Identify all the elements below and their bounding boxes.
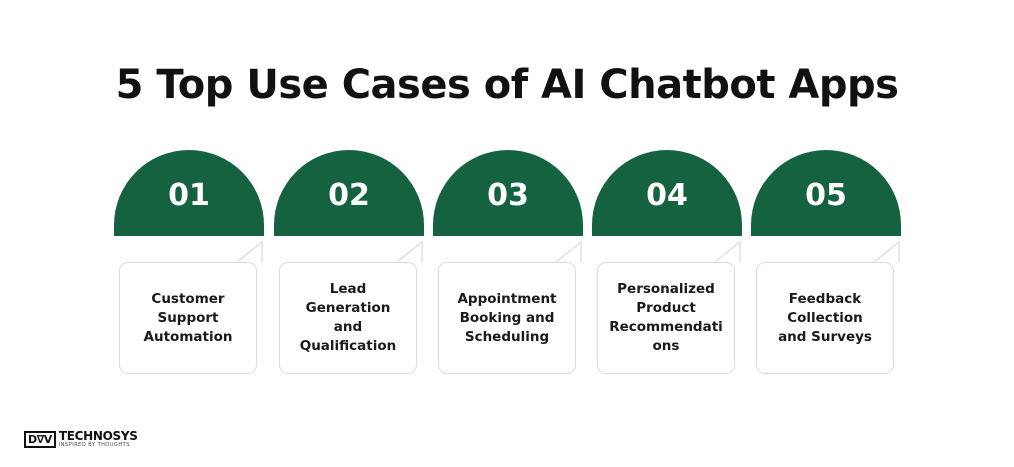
- page-title: 5 Top Use Cases of AI Chatbot Apps: [115, 62, 899, 108]
- use-case-label: Customer Support Automation: [143, 290, 233, 345]
- step-number: 05: [805, 178, 847, 213]
- use-case-step-4: 04 Personalized Product Recommendati ons: [592, 150, 742, 380]
- logo-mark: D∇V: [24, 430, 56, 448]
- card-pointer-icon: [555, 240, 582, 263]
- step-number: 04: [646, 178, 688, 213]
- use-case-label: Feedback Collection and Surveys: [778, 290, 872, 345]
- step-number-dome: 05: [751, 150, 901, 236]
- step-number-dome: 03: [433, 150, 583, 236]
- use-case-card: Lead Generation and Qualification: [279, 262, 417, 374]
- use-case-card: Appointment Booking and Scheduling: [438, 262, 576, 374]
- use-case-card: Customer Support Automation: [119, 262, 257, 374]
- use-case-step-1: 01 Customer Support Automation: [114, 150, 264, 380]
- step-number: 01: [168, 178, 210, 213]
- use-case-label: Personalized Product Recommendati ons: [609, 281, 723, 354]
- use-case-card: Personalized Product Recommendati ons: [597, 262, 735, 374]
- step-number-dome: 02: [274, 150, 424, 236]
- card-pointer-icon: [873, 240, 900, 263]
- use-case-card: Feedback Collection and Surveys: [756, 262, 894, 374]
- step-number-dome: 01: [114, 150, 264, 236]
- step-number: 03: [487, 178, 529, 213]
- step-number: 02: [328, 178, 370, 213]
- use-case-step-5: 05 Feedback Collection and Surveys: [751, 150, 901, 380]
- use-case-label: Appointment Booking and Scheduling: [457, 290, 557, 345]
- step-number-dome: 04: [592, 150, 742, 236]
- card-pointer-icon: [714, 240, 741, 263]
- use-case-step-3: 03 Appointment Booking and Scheduling: [433, 150, 583, 380]
- logo-tagline: INSPIRED BY THOUGHTS: [58, 442, 130, 448]
- card-pointer-icon: [396, 240, 423, 263]
- card-pointer-icon: [236, 240, 263, 263]
- logo-wordmark: TECHNOSYS INSPIRED BY THOUGHTS: [59, 430, 138, 448]
- use-case-step-2: 02 Lead Generation and Qualification: [274, 150, 424, 380]
- logo-name: TECHNOSYS: [58, 429, 138, 443]
- use-case-label: Lead Generation and Qualification: [299, 281, 397, 354]
- brand-logo: D∇V TECHNOSYS INSPIRED BY THOUGHTS: [24, 427, 138, 451]
